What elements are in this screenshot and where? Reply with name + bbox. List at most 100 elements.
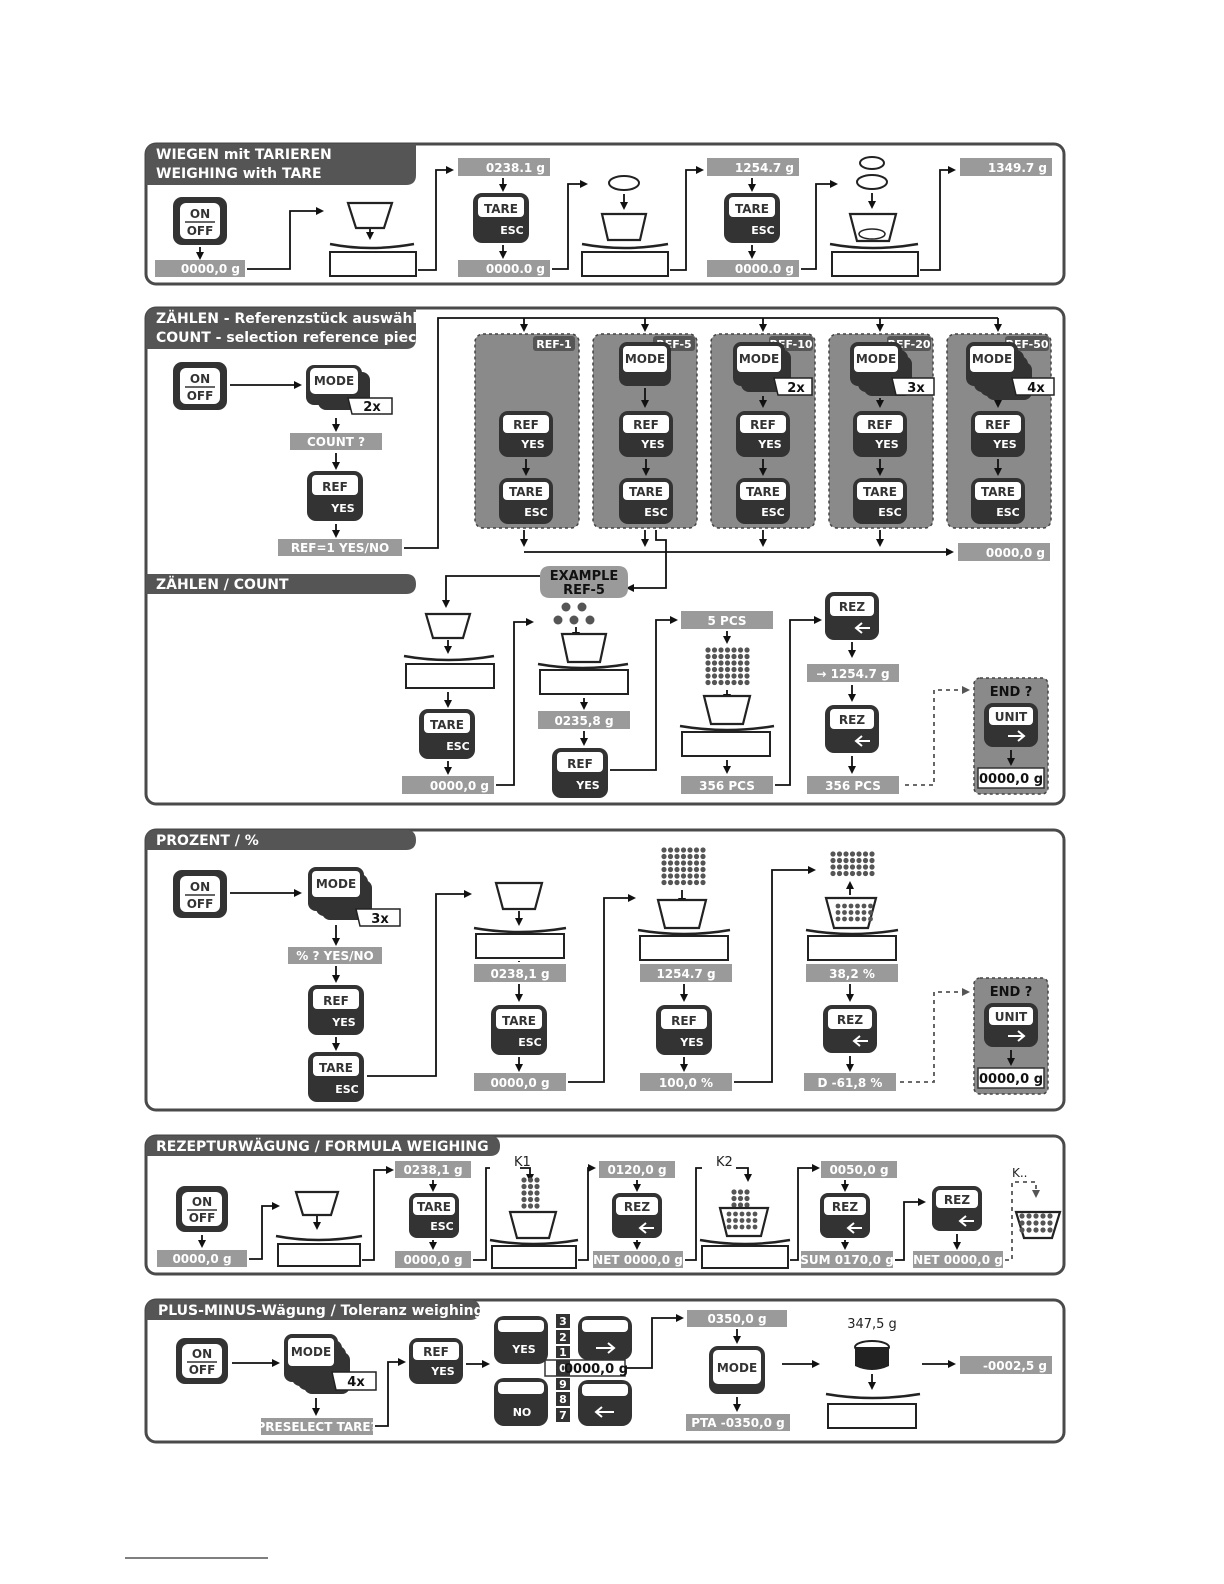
svg-text:ESC: ESC — [996, 506, 1020, 519]
piece-dot — [868, 910, 873, 915]
formula-scale-k2 — [699, 1189, 791, 1269]
piece-dot — [861, 910, 867, 915]
piece-dot — [521, 1190, 527, 1196]
rez-key-formula-3: REZ — [932, 1186, 982, 1231]
display-formula-net1: NET 0000,0 g — [593, 1253, 683, 1267]
piece-dot — [661, 879, 667, 886]
svg-text:TARE: TARE — [509, 485, 543, 499]
piece-dot — [527, 1183, 534, 1190]
section-title-count: ZÄHLEN / COUNT — [156, 576, 289, 593]
k2-label: K2 — [716, 1155, 733, 1170]
svg-text:REF-1: REF-1 — [536, 338, 571, 351]
piece-dot — [746, 1224, 751, 1230]
svg-text:ON: ON — [190, 880, 210, 894]
svg-text:REZ: REZ — [624, 1200, 650, 1214]
section-percent: PROZENT / % ON OFF MODE 3x % ? YES/NO RE… — [144, 828, 1066, 1112]
piece-dot — [731, 660, 737, 666]
piece-dot — [746, 1211, 751, 1217]
scale-with-bowl — [329, 201, 417, 277]
section-title-percent: PROZENT / % — [156, 833, 259, 849]
tare-key-percent: TARE ESC — [308, 1052, 364, 1102]
section-title-formula: REZEPTURWÄGUNG / FORMULA WEIGHING — [156, 1138, 489, 1155]
piece-dot — [856, 851, 862, 857]
tare-key: TARE ESC — [473, 193, 529, 243]
piece-dot — [868, 916, 873, 922]
on-off-key-formula: ON OFF — [176, 1186, 228, 1232]
display-formula-sum: SUM 0170,0 g — [800, 1253, 894, 1267]
piece-dot — [744, 647, 750, 653]
svg-text:NO: NO — [513, 1406, 532, 1419]
display-formula-zero: 0000,0 g — [172, 1252, 231, 1266]
svg-text:3x: 3x — [907, 381, 925, 396]
svg-text:0: 0 — [559, 1362, 567, 1375]
display-pct-diff: D -61,8 % — [818, 1076, 883, 1090]
display-pct-zero: 0000,0 g — [490, 1076, 549, 1090]
rez-key-count-2: REZ — [825, 705, 879, 753]
count-scale-pieces — [537, 602, 629, 695]
display-zero: 0000,0 g — [181, 262, 240, 276]
svg-text:2x: 2x — [363, 400, 381, 415]
piece-dot — [737, 647, 744, 653]
piece-dot — [705, 673, 711, 679]
svg-text:ON: ON — [192, 1347, 212, 1361]
display-pct-38: 38,2 % — [829, 967, 875, 981]
svg-text:UNIT: UNIT — [995, 710, 1028, 724]
svg-text:TARE: TARE — [735, 202, 769, 216]
on-off-key-count: ON OFF — [173, 362, 227, 410]
piece-dot — [737, 653, 744, 660]
piece-dot — [737, 666, 744, 673]
piece-dot — [674, 847, 680, 853]
ref-column-5: REF-5 MODE REF YES TARE ESC — [592, 333, 698, 529]
kn-label: K.. — [1012, 1166, 1028, 1180]
piece-dot — [731, 1202, 737, 1208]
piece-dot — [869, 851, 875, 857]
piece-dot — [700, 847, 706, 853]
svg-text:OFF: OFF — [187, 897, 214, 911]
svg-text:OFF: OFF — [187, 389, 214, 403]
svg-text:YES: YES — [575, 779, 599, 792]
piece-dot — [731, 1195, 737, 1202]
svg-text:REF: REF — [671, 1014, 697, 1028]
piece-dot — [830, 864, 836, 870]
piece-dot — [1047, 1213, 1053, 1219]
mode-key-tolerance: MODE — [709, 1346, 765, 1394]
svg-text:4x: 4x — [347, 1375, 365, 1390]
display-count-result: 0000,0 g — [986, 546, 1045, 560]
piece-dot — [835, 916, 841, 922]
piece-dot — [667, 860, 674, 866]
on-off-key: ON OFF — [173, 197, 227, 245]
display-count-1254: → 1254.7 g — [816, 667, 889, 681]
piece-dot — [521, 1196, 527, 1203]
display-pct-1254: 1254.7 g — [656, 967, 715, 981]
svg-text:ESC: ESC — [500, 224, 524, 237]
piece-dot — [687, 866, 693, 873]
rez-key-formula: REZ — [612, 1193, 662, 1238]
svg-text:REF: REF — [985, 418, 1011, 432]
piece-dot — [849, 864, 856, 870]
piece-dot — [836, 870, 843, 877]
section-formula: REZEPTURWÄGUNG / FORMULA WEIGHING ON OFF… — [144, 1134, 1066, 1276]
piece-dot — [724, 673, 731, 679]
piece-dot — [1019, 1220, 1025, 1226]
tare-key-formula: TARE ESC — [409, 1193, 459, 1238]
piece-dot — [718, 673, 724, 679]
piece-dot — [1026, 1227, 1032, 1233]
piece-dot — [856, 857, 862, 864]
svg-text:YES: YES — [430, 1365, 454, 1378]
ref-yes-key-percent-2: REF YES — [656, 1005, 712, 1055]
display-formula-120: 0120,0 g — [607, 1163, 666, 1177]
display-pct-q: % ? YES/NO — [296, 949, 374, 963]
piece-dot — [687, 873, 693, 879]
section-title-count-select-2: COUNT - selection reference piece — [156, 330, 426, 346]
svg-text:REF: REF — [633, 418, 659, 432]
piece-dot — [718, 666, 724, 673]
svg-text:YES: YES — [874, 438, 898, 451]
piece-dot — [739, 1224, 745, 1230]
display-formula-net2: NET 0000,0 g — [913, 1253, 1003, 1267]
display-preselect: PRESELECT TARE? — [256, 1420, 377, 1434]
svg-text:REZ: REZ — [839, 713, 865, 727]
tare-key-count: TARE ESC — [419, 709, 475, 759]
ref-yes-key-percent: REF YES — [308, 985, 364, 1035]
section-title-tolerance: PLUS-MINUS-Wägung / Toleranz weighing — [158, 1303, 484, 1319]
section-title-weighing-2: WEIGHING with TARE — [156, 166, 322, 182]
